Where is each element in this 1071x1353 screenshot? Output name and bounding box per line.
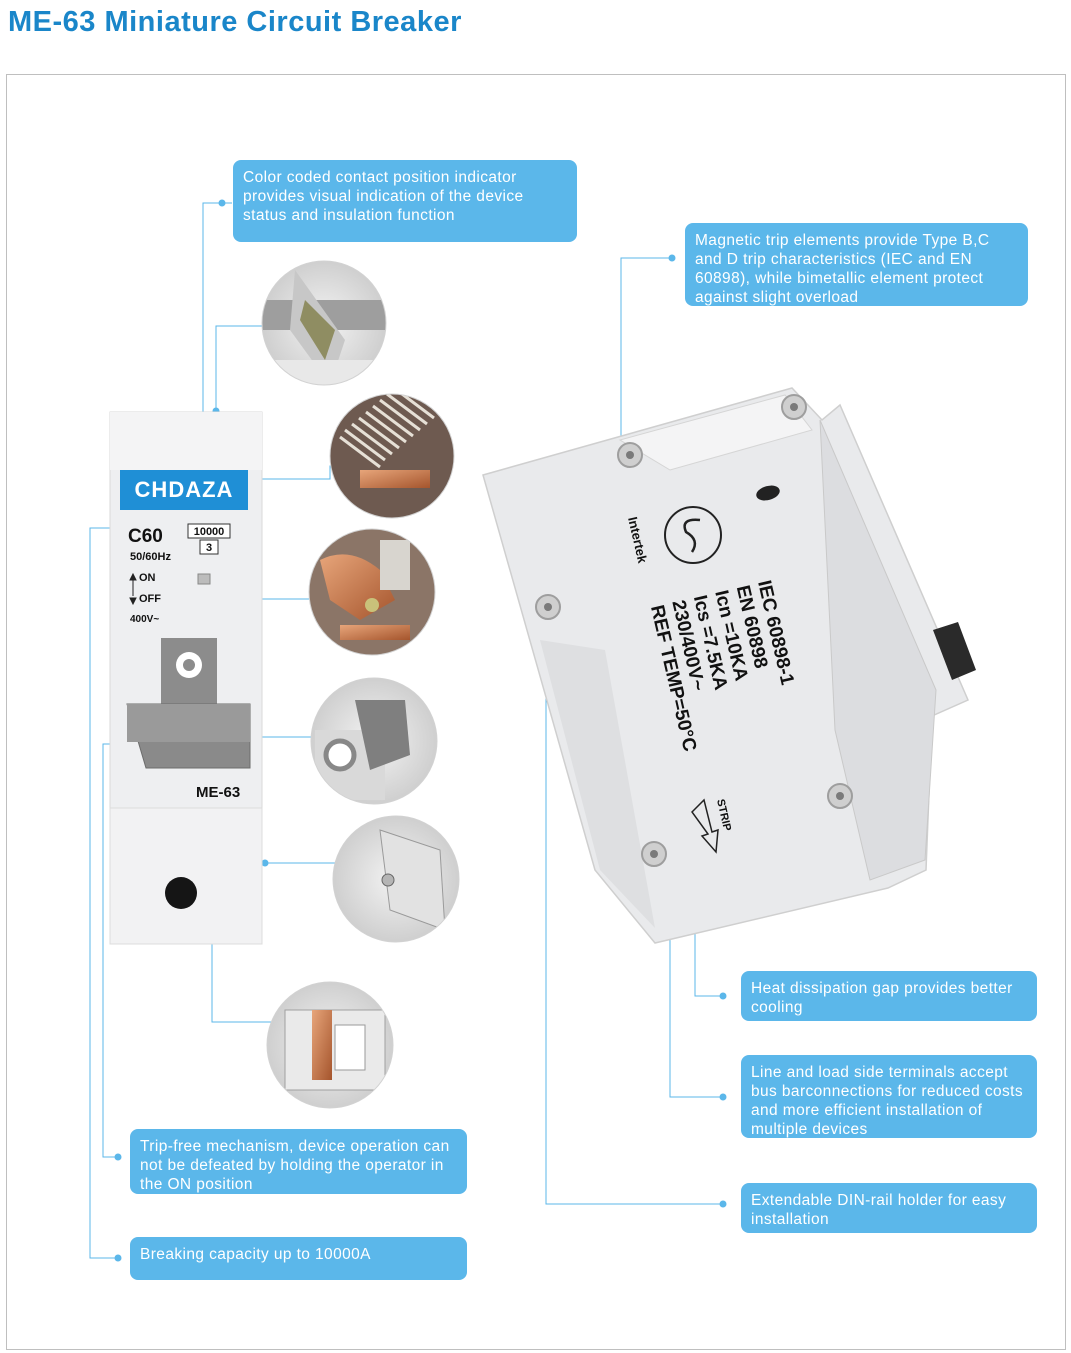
frequency-label: 50/60Hz xyxy=(130,551,171,563)
zoom-trip-element xyxy=(308,528,436,656)
on-label: ON xyxy=(139,572,156,584)
side-breaker: Intertek IEC 60898-1 EN 60898 Icn =10KA … xyxy=(482,387,976,944)
zoom-handle xyxy=(310,677,438,805)
strip-arrow xyxy=(691,798,719,854)
callout-contact-indicator: Color coded contact position indicator p… xyxy=(233,160,577,242)
callout-magnetic-trip: Magnetic trip elements provide Type B,C … xyxy=(685,223,1028,306)
brand-logo: CHDAZA xyxy=(135,477,234,502)
page-title: ME-63 Miniature Circuit Breaker xyxy=(8,6,462,38)
callout-trip-free: Trip-free mechanism, device operation ca… xyxy=(130,1129,467,1194)
callout-terminals: Line and load side terminals accept bus … xyxy=(741,1055,1037,1138)
leader-dinrail xyxy=(545,485,723,1205)
off-label: OFF xyxy=(139,593,161,605)
front-breaker: CHDAZA C60 10000 3 50/60Hz ON OFF 400V~ … xyxy=(109,411,263,945)
zoom-contact-indicator xyxy=(261,260,387,386)
voltage-label: 400V~ xyxy=(130,614,159,625)
zoom-arc-chute xyxy=(329,393,455,519)
callout-heat-dissipation: Heat dissipation gap provides better coo… xyxy=(741,971,1037,1021)
rating-label: C60 xyxy=(128,526,163,547)
zoom-heat-gap xyxy=(332,815,460,943)
cert-logo xyxy=(664,506,722,564)
callout-din-rail: Extendable DIN-rail holder for easy inst… xyxy=(741,1183,1037,1233)
indicator-window xyxy=(197,573,211,585)
brand-plate xyxy=(120,470,248,510)
callout-breaking-capacity: Breaking capacity up to 10000A xyxy=(130,1237,467,1280)
terminal-hole xyxy=(165,877,197,909)
side-handle xyxy=(933,622,976,680)
capacity-label: 10000 xyxy=(194,526,225,538)
class-label: 3 xyxy=(206,542,212,554)
zoom-terminal xyxy=(266,981,394,1109)
model-label: ME-63 xyxy=(196,784,240,801)
content-frame xyxy=(6,74,1066,1350)
